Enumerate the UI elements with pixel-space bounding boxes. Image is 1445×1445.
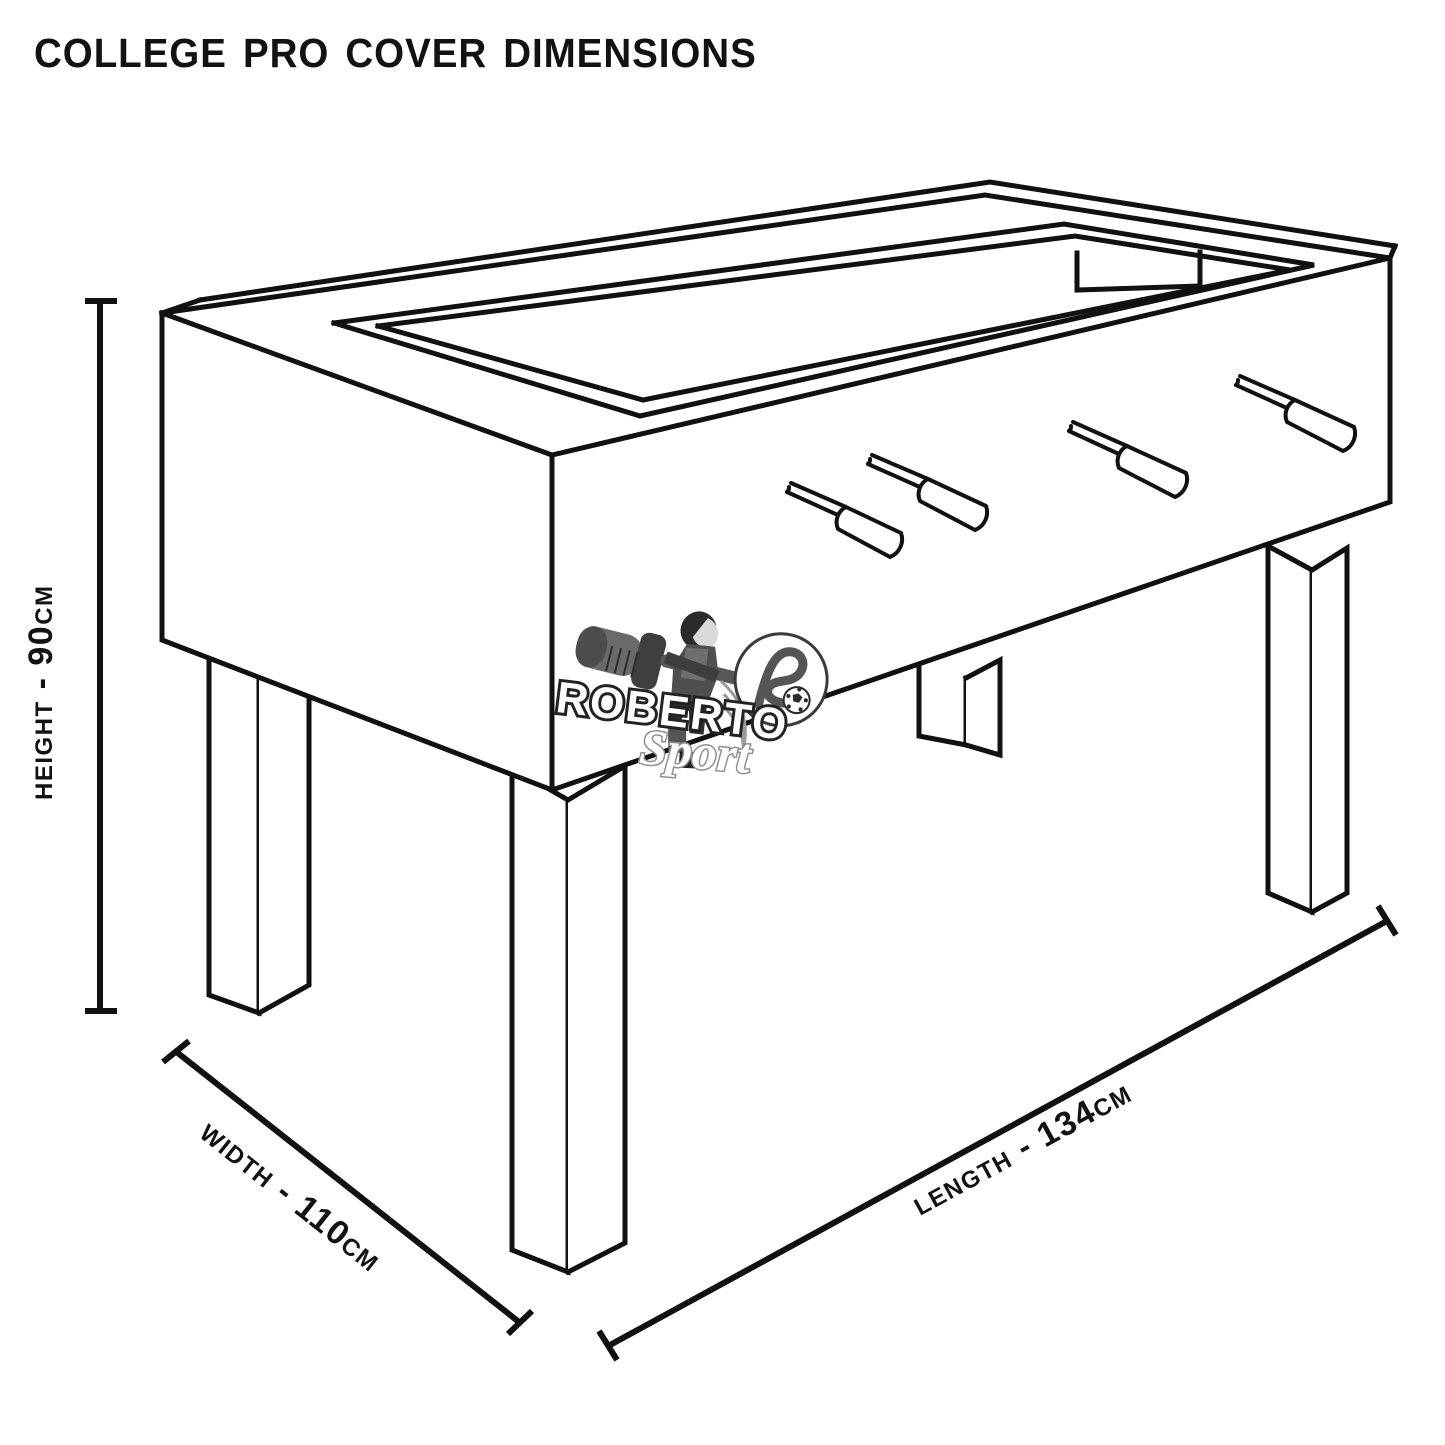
cabinet-back-rail-top [197,179,1398,303]
cabinet-back-rail-left-edge [158,296,204,317]
logo-sport-text: Sport [637,718,755,784]
length-tick-start [596,1329,620,1362]
roberto-sport-logo: ROBERTO Sport [551,611,829,786]
cabinet-back-rail-right-edge [1386,242,1399,262]
dimension-width: Width - 110cm [161,1038,535,1337]
cabinet-top-surface [162,195,1390,455]
rod-handle-2 [866,453,990,532]
goal-notch-outline [1074,249,1203,293]
rod-handle-3 [1067,420,1190,499]
width-tick-end [505,1308,535,1337]
playfield-opening [330,221,1315,419]
length-dimension-line [608,918,1389,1348]
logo-badge [733,632,829,728]
playfield-rim-outer [330,221,1315,419]
height-dimension-label: Height - 90cm [22,584,60,800]
cabinet-top-outline [159,192,1393,316]
leg-rear-right [916,648,1003,759]
width-tick-start [161,1038,191,1065]
cabinet-left-face [162,313,552,790]
rod-handles [785,374,1358,559]
leg-front-right [1264,542,1350,916]
leg-front-left [508,761,628,1276]
page-title: College Pro Cover Dimensions [34,15,757,80]
width-dimension-line [172,1047,521,1325]
dimension-height: Height - 90cm [22,298,117,1014]
dimension-length: Length - 134cm [596,904,1399,1362]
length-tick-end [1375,904,1399,937]
table-legs [205,542,1350,1276]
length-dimension-label: Length - 134cm [906,1073,1138,1223]
logo-motion-swoosh [719,680,747,760]
goal-notch [1074,249,1203,293]
playfield-rim-inner [374,233,1291,403]
rod-handle-4 [1234,374,1358,453]
logo-player-figure [660,611,720,769]
rod-handle-1 [785,481,905,559]
logo-wordmark-sport: Sport [636,717,757,786]
cabinet-front-face-outline [548,254,1393,794]
